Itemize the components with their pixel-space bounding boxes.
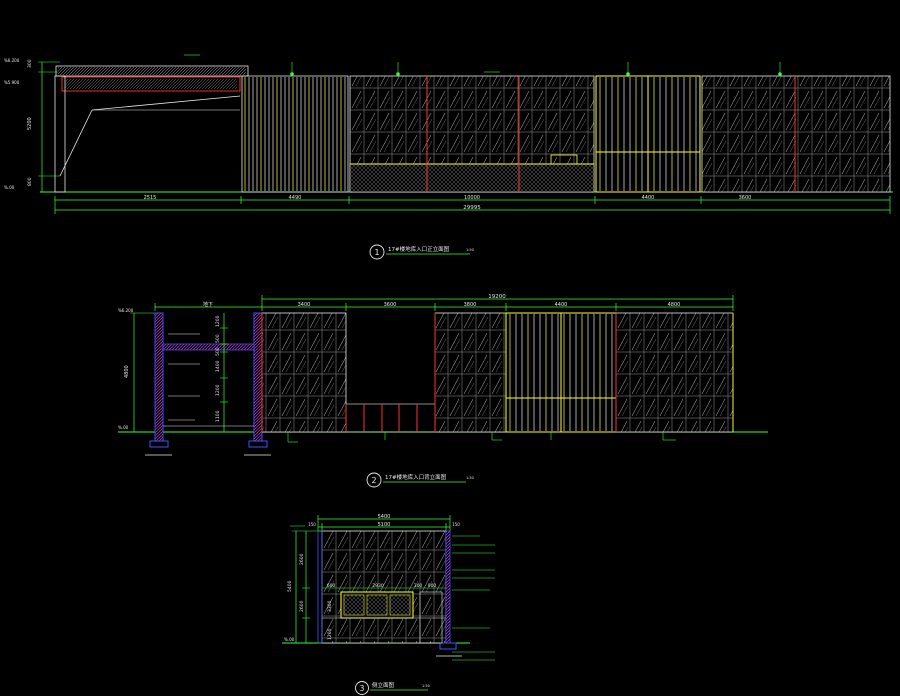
d3-scale: 1:50 [422, 684, 430, 688]
d2-elev-top: %6.200 [118, 308, 134, 313]
d2-dim-r6: 1100 [215, 410, 221, 422]
d3-dim-row-4: 900 [428, 583, 437, 589]
d3-dim-total: 5400 [378, 514, 391, 520]
d2-dim-r5: 1200 [215, 384, 221, 396]
d1-canopy-beam [55, 65, 249, 77]
d3-elev-ground: %.00 [284, 637, 295, 642]
d2-panel-glass-1 [261, 312, 347, 433]
d2-dim-3: 3800 [464, 302, 477, 308]
d1-dim-bottom: 800 [27, 177, 33, 186]
d1-scale: 1:50 [466, 248, 474, 252]
d1-canopy-fascia [61, 76, 241, 92]
d2-right-column [253, 312, 263, 442]
d2-dim-r2: 500 [215, 334, 221, 343]
d3-door [419, 591, 443, 644]
d3-dim-edge-right: 150 [452, 522, 460, 527]
d2-dim-5: 4800 [668, 302, 681, 308]
d1-number: 1 [374, 248, 379, 257]
d2-dim-section: 地下 [203, 301, 213, 308]
drawing-1-front-elevation: 5200 300 800 %6.200 %5.900 %.00 [4, 54, 893, 260]
d1-panel-glass-wall [349, 75, 595, 193]
d3-dim-lower-2: 1200 [327, 628, 333, 640]
d2-dim-left: 4800 [124, 365, 130, 378]
d2-elev-ground: %.00 [118, 425, 129, 430]
d3-title: 侧立面图 [372, 681, 395, 689]
d1-elev-mid: %5.900 [4, 80, 20, 85]
d3-dim-left-2: 2600 [299, 600, 305, 612]
d3-panel-glass [321, 530, 447, 644]
d1-title: 17#楼地库入口正立面图 [388, 245, 450, 253]
d2-dim-r3: 500 [215, 347, 221, 356]
d2-dim-r1: 1200 [215, 315, 221, 327]
d2-number: 2 [371, 476, 376, 485]
d3-dim-inner: 5100 [378, 522, 391, 528]
d3-dim-edge-left: 150 [308, 522, 316, 527]
d1-dim-4: 4400 [642, 195, 655, 201]
d2-scale: 1:50 [466, 476, 474, 480]
d3-side-column [445, 530, 451, 644]
d1-dim-height: 5200 [27, 117, 33, 130]
d2-number-circle [366, 472, 382, 488]
d2-dim-2: 3600 [384, 302, 397, 308]
d1-dim-2: 4490 [289, 195, 302, 201]
d2-dim-total: 19200 [488, 294, 506, 300]
d3-number-circle [355, 681, 369, 695]
drawing-2-rear-elevation: 19200 地下 3400 3600 3800 4400 4800 4800 %… [118, 294, 768, 488]
d3-dim-row-1: 600 [327, 583, 336, 589]
d1-dim-total: 29995 [463, 205, 481, 211]
d1-signage-box [550, 154, 578, 165]
d1-canopy-column [54, 75, 66, 193]
d3-dim-left: 5400 [287, 580, 293, 592]
d2-title: 17#楼地库入口背立面图 [385, 473, 447, 481]
d2-dim-4: 4400 [555, 302, 568, 308]
d1-dim-5: 3600 [739, 195, 752, 201]
d1-number-circle [369, 244, 385, 260]
d3-dim-left-1: 2600 [299, 553, 305, 565]
d3-number: 3 [360, 684, 365, 693]
d1-elev-top: %6.200 [4, 58, 20, 63]
d1-panel-gate [595, 75, 701, 193]
d2-panel-gate [505, 312, 617, 433]
d2-left-column [154, 312, 164, 442]
drawing-3-side-elevation: 5400 5100 150 150 600 2930 300 900 5 [282, 514, 495, 695]
d3-dim-lower-1: 3300 [327, 600, 333, 612]
d2-dim-r4: 1400 [215, 360, 221, 372]
d3-dim-row-3: 300 [414, 583, 423, 589]
d2-panel-glass-3 [615, 312, 734, 433]
d1-dim-3: 10000 [464, 195, 480, 201]
d1-panel-glass-right [701, 75, 891, 193]
d1-elev-ground: %.00 [4, 185, 15, 190]
d1-dim-top: 300 [27, 59, 33, 68]
d1-canopy-hatch [58, 67, 246, 75]
d3-dim-row-2: 2930 [372, 583, 384, 589]
d2-beam [162, 343, 255, 351]
d2-panel-glass-2 [434, 312, 507, 433]
d2-dim-1: 3400 [298, 302, 311, 308]
d1-dim-1: 2515 [144, 195, 157, 201]
d1-panel-slats [241, 75, 349, 193]
